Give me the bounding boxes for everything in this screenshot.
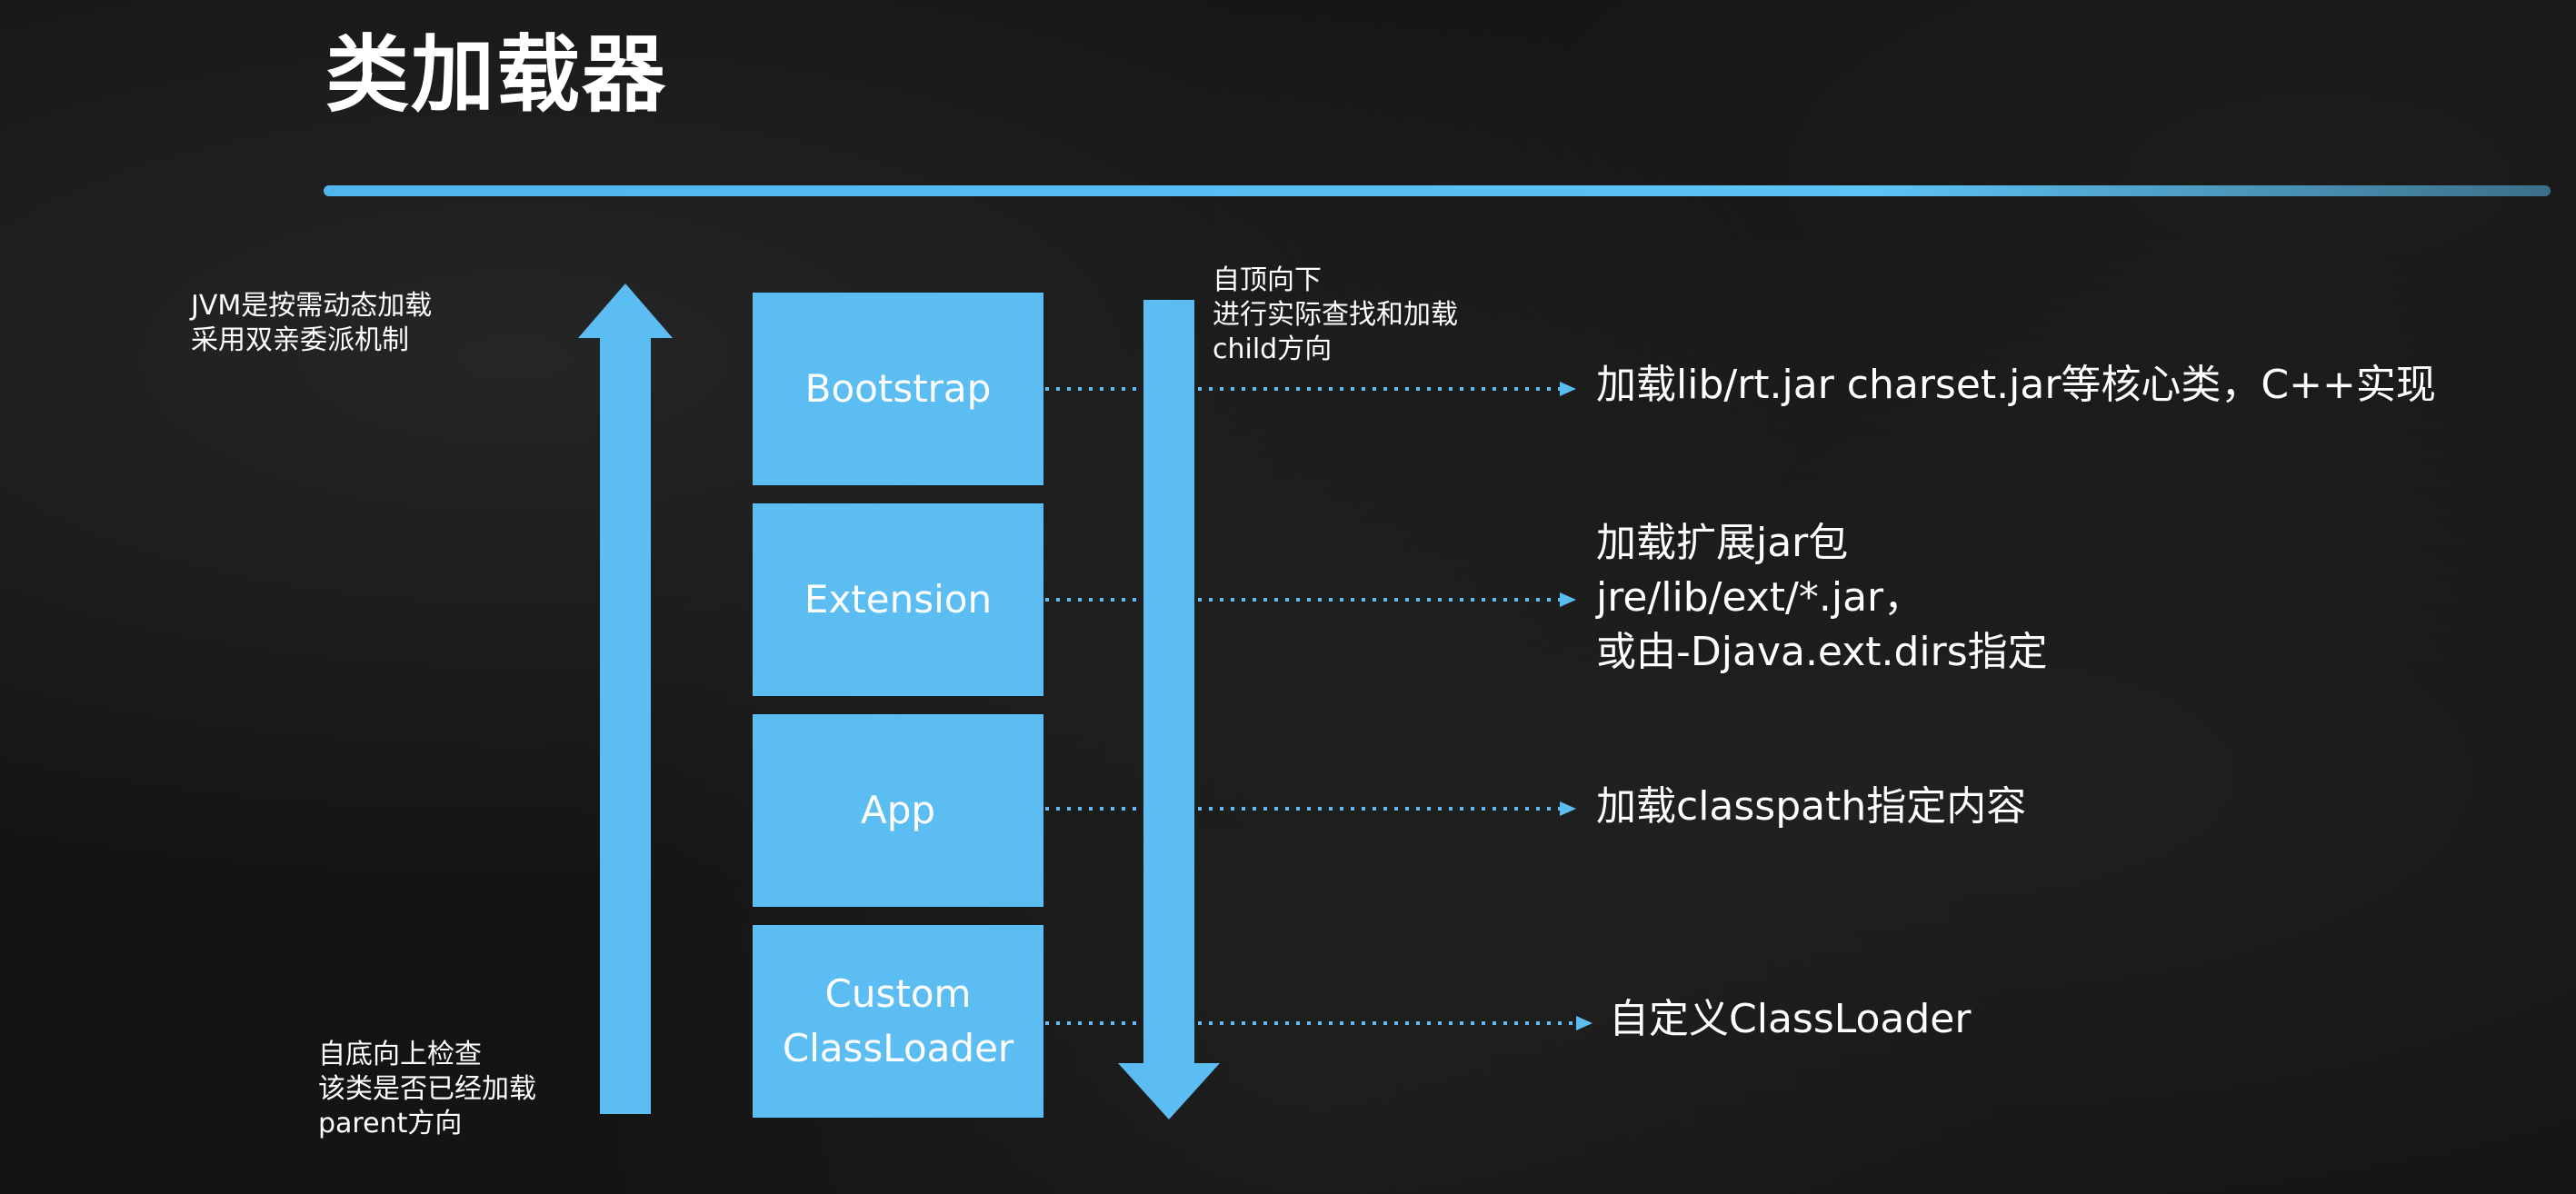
description-line: jre/lib/ext/*.jar， bbox=[1596, 574, 1924, 621]
upward-arrow bbox=[578, 284, 673, 1114]
note-line: parent方向 bbox=[318, 1108, 463, 1139]
description-line: 加载lib/rt.jar charset.jar等核心类，C++实现 bbox=[1596, 362, 2436, 408]
note-line: 进行实际查找和加载 bbox=[1213, 299, 1458, 331]
description-bootstrap: 加载lib/rt.jar charset.jar等核心类，C++实现 bbox=[1596, 358, 2436, 413]
note-top-down: 自顶向下 进行实际查找和加载 child方向 bbox=[1213, 264, 1458, 367]
connector-arrowheads bbox=[1560, 382, 1593, 1030]
description-extension: 加载扩展jar包 jre/lib/ext/*.jar， 或由-Djava.ext… bbox=[1596, 516, 2048, 680]
description-custom: 自定义ClassLoader bbox=[1609, 992, 1971, 1047]
loader-label: Bootstrap bbox=[804, 366, 992, 411]
note-dynamic-loading: JVM是按需动态加载 采用双亲委派机制 bbox=[191, 289, 432, 358]
note-line: JVM是按需动态加载 bbox=[191, 290, 433, 322]
loader-box-custom: Custom ClassLoader bbox=[753, 925, 1043, 1118]
title-underline bbox=[324, 185, 2551, 196]
arrowhead-extension bbox=[1560, 592, 1576, 607]
note-bottom-up: 自底向上检查 该类是否已经加载 parent方向 bbox=[318, 1038, 536, 1141]
note-line: 自底向上检查 bbox=[318, 1039, 482, 1070]
dotted-connectors bbox=[1045, 387, 1580, 1025]
loader-box-app: App bbox=[753, 714, 1043, 907]
loader-box-bootstrap: Bootstrap bbox=[753, 293, 1043, 485]
description-line: 自定义ClassLoader bbox=[1609, 996, 1972, 1042]
loader-label: Custom ClassLoader bbox=[782, 971, 1014, 1070]
loader-box-extension: Extension bbox=[753, 503, 1043, 696]
note-line: 自顶向下 bbox=[1213, 264, 1322, 296]
description-app: 加载classpath指定内容 bbox=[1596, 780, 2026, 834]
note-line: 该类是否已经加载 bbox=[318, 1073, 536, 1105]
loader-label: App bbox=[860, 788, 936, 832]
description-line: 加载classpath指定内容 bbox=[1596, 783, 2027, 830]
note-line: 采用双亲委派机制 bbox=[191, 324, 409, 356]
arrowhead-custom bbox=[1576, 1016, 1593, 1030]
arrowhead-bootstrap bbox=[1560, 382, 1576, 396]
description-line: 或由-Djava.ext.dirs指定 bbox=[1596, 629, 2048, 675]
note-line: child方向 bbox=[1213, 333, 1333, 365]
arrowhead-app bbox=[1560, 801, 1576, 816]
downward-arrow bbox=[1118, 300, 1220, 1119]
description-line: 加载扩展jar包 bbox=[1596, 520, 1849, 566]
loader-label: Extension bbox=[804, 577, 993, 622]
slide-title: 类加载器 bbox=[325, 26, 668, 124]
